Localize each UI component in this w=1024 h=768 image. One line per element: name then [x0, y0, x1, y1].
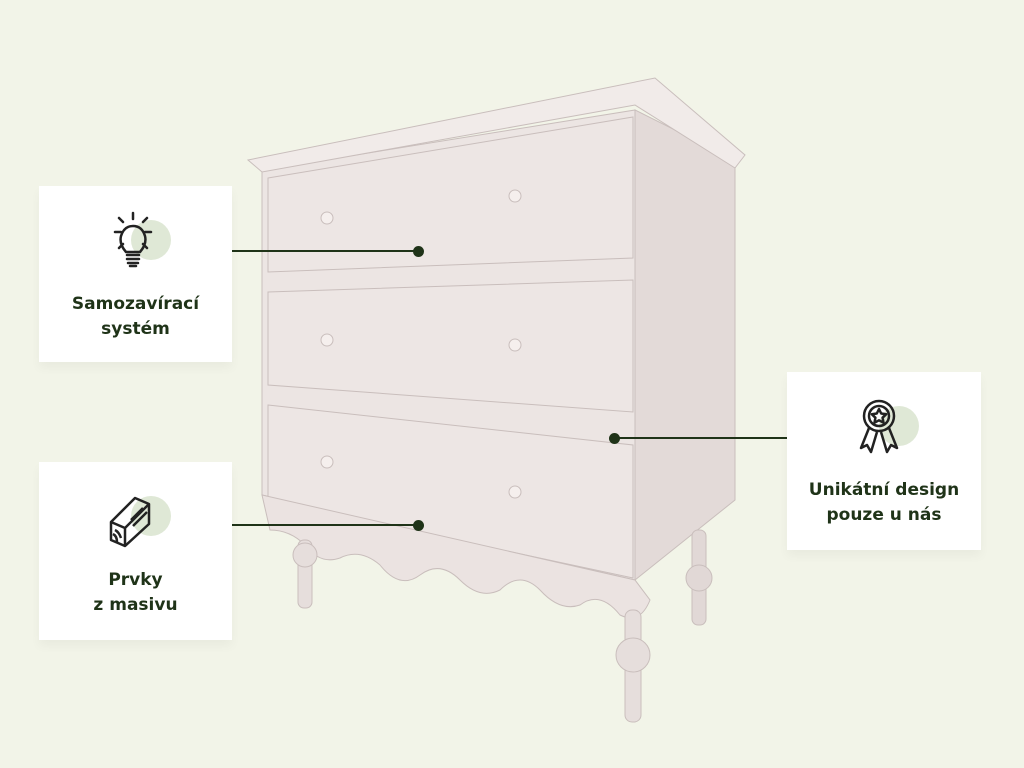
connector-line-solid-wood: [210, 524, 418, 526]
feature-label-line1: Unikátní design: [808, 480, 960, 500]
drawer-bottom: [267, 404, 634, 579]
connector-dot-design: [609, 433, 620, 444]
drawer-top: [267, 116, 634, 273]
connector-line-design: [614, 437, 810, 439]
connector-dot-solid-wood: [413, 520, 424, 531]
wood-block-icon: [101, 484, 171, 554]
drawer-middle: [267, 279, 634, 413]
feature-label-line1: Samozavírací: [71, 294, 200, 314]
connector-line-closing: [210, 250, 418, 252]
feature-label-line2: z masivu: [93, 595, 178, 615]
feature-card-closing-system: Samozavírací systém: [39, 186, 232, 362]
lightbulb-icon: [101, 208, 171, 278]
feature-card-unique-design: Unikátní design pouze u nás: [787, 372, 981, 550]
connector-dot-closing: [413, 246, 424, 257]
feature-label-line1: Prvky: [108, 570, 163, 590]
award-ribbon-icon: [849, 394, 919, 464]
feature-card-solid-wood: Prvky z masivu: [39, 462, 232, 640]
feature-label-line2: pouze u nás: [826, 505, 942, 525]
feature-label-line2: systém: [101, 319, 170, 339]
